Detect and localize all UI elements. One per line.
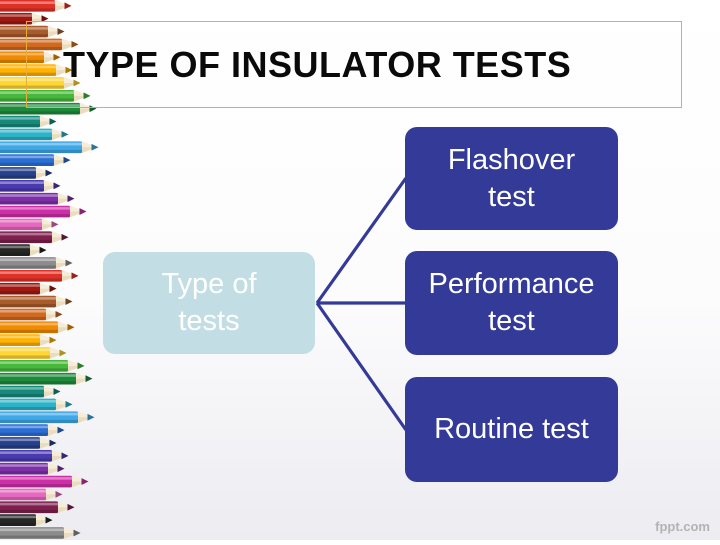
node-label-line: Routine test [434,413,589,445]
node-label-line: tests [178,305,240,337]
connector-line-flashover [315,177,408,304]
connector-line-routine [315,302,408,431]
title-box: TYPE OF INSULATOR TESTS [26,21,682,108]
node-label-line: Flashover [447,143,576,176]
pencil-strip [0,0,108,540]
page-title: TYPE OF INSULATOR TESTS [63,43,572,85]
node-performance-test: Performance test [405,251,618,355]
colored-pencils-icon [0,0,99,539]
node-routine-test: Routine test [405,377,618,482]
node-label-line: test [488,305,535,337]
node-label-line: Performance [428,268,595,300]
watermark: fppt.com [655,519,710,534]
node-label-line: Type of [161,268,257,300]
node-type-of-tests: Type of tests [103,252,315,354]
node-label-line: test [488,180,535,213]
node-flashover-test: Flashover test [405,127,618,230]
